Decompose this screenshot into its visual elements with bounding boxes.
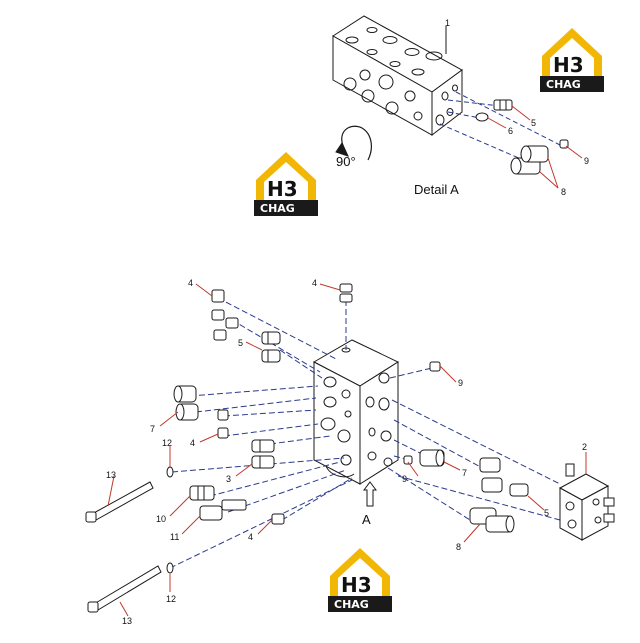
callout-7-left: 7 <box>150 424 155 434</box>
plugs-4-mid-left <box>217 409 229 439</box>
detail-caption: Detail A <box>414 182 459 197</box>
cap-7-right <box>419 449 445 467</box>
caps-7-left <box>173 385 199 421</box>
svg-text:CHAG: CHAG <box>334 598 369 611</box>
callout-4-lower: 4 <box>248 532 253 542</box>
valve-block-2 <box>558 463 615 541</box>
view-arrow-label: A <box>362 512 371 527</box>
svg-text:H3: H3 <box>341 573 372 597</box>
fittings-8-right <box>469 507 515 533</box>
main-centerlines <box>169 297 561 569</box>
washer-12-upper <box>166 466 174 478</box>
callout-4-top: 4 <box>312 278 317 288</box>
callout-2: 2 <box>582 442 587 452</box>
valve-block-detail <box>332 15 463 137</box>
callout-5-right: 5 <box>544 508 549 518</box>
brand-logo-bottom: H3 CHAG <box>328 548 392 612</box>
cartridge-11 <box>199 499 247 521</box>
plug-9-lower <box>403 455 413 465</box>
callout-4-mid-left: 4 <box>190 438 195 448</box>
callout-7-right: 7 <box>462 468 467 478</box>
detail-centerlines <box>439 91 561 163</box>
callout-13-lower: 13 <box>122 616 132 626</box>
detail-a-group <box>332 15 583 189</box>
brand-logo-mid-left: H3 CHAG <box>254 152 318 216</box>
view-arrow-a-icon <box>363 481 377 507</box>
cartridge-10 <box>189 485 215 501</box>
valve-block-main <box>312 339 400 485</box>
callout-11: 11 <box>170 532 179 542</box>
rotation-arrow-icon <box>335 125 372 161</box>
plug-6-detail <box>475 112 489 122</box>
main-leaders <box>107 283 587 617</box>
callout-1: 1 <box>445 18 450 28</box>
callout-8-right: 8 <box>456 542 461 552</box>
callout-4-top-left: 4 <box>188 278 193 288</box>
bolt-13-upper <box>85 481 154 523</box>
callout-5-left: 5 <box>238 338 243 348</box>
callout-3: 3 <box>226 474 231 484</box>
callout-5-detail: 5 <box>531 118 536 128</box>
plug-9-top-right <box>429 361 441 372</box>
plugs-4-top <box>339 283 353 303</box>
plug-4-lower <box>271 513 285 525</box>
callout-9-detail: 9 <box>584 156 589 166</box>
fittings-4-top-left <box>211 289 239 341</box>
rotation-label: 90° <box>336 154 356 169</box>
svg-text:H3: H3 <box>267 177 298 201</box>
svg-text:CHAG: CHAG <box>260 202 295 215</box>
svg-text:CHAG: CHAG <box>546 78 581 91</box>
callout-9-lower: 9 <box>402 474 407 484</box>
callout-13-upper: 13 <box>106 470 116 480</box>
main-exploded-view <box>85 283 615 617</box>
washer-12-lower <box>166 562 174 574</box>
callout-9-top-right: 9 <box>458 378 463 388</box>
bolt-13-lower <box>87 565 162 613</box>
detail-leaders <box>445 26 583 189</box>
valves-3 <box>251 439 275 469</box>
fittings-8-detail <box>510 145 549 175</box>
callout-8-detail: 8 <box>561 187 566 197</box>
callout-12-upper: 12 <box>162 438 172 448</box>
brand-logo-top-right: H3 CHAG <box>540 28 604 92</box>
callout-10: 10 <box>156 514 166 524</box>
fittings-5-right <box>479 457 529 497</box>
callout-6: 6 <box>508 126 513 136</box>
callout-12-lower: 12 <box>166 594 176 604</box>
svg-text:H3: H3 <box>553 53 584 77</box>
fittings-5-left <box>261 331 281 363</box>
fitting-5-detail <box>493 99 513 111</box>
